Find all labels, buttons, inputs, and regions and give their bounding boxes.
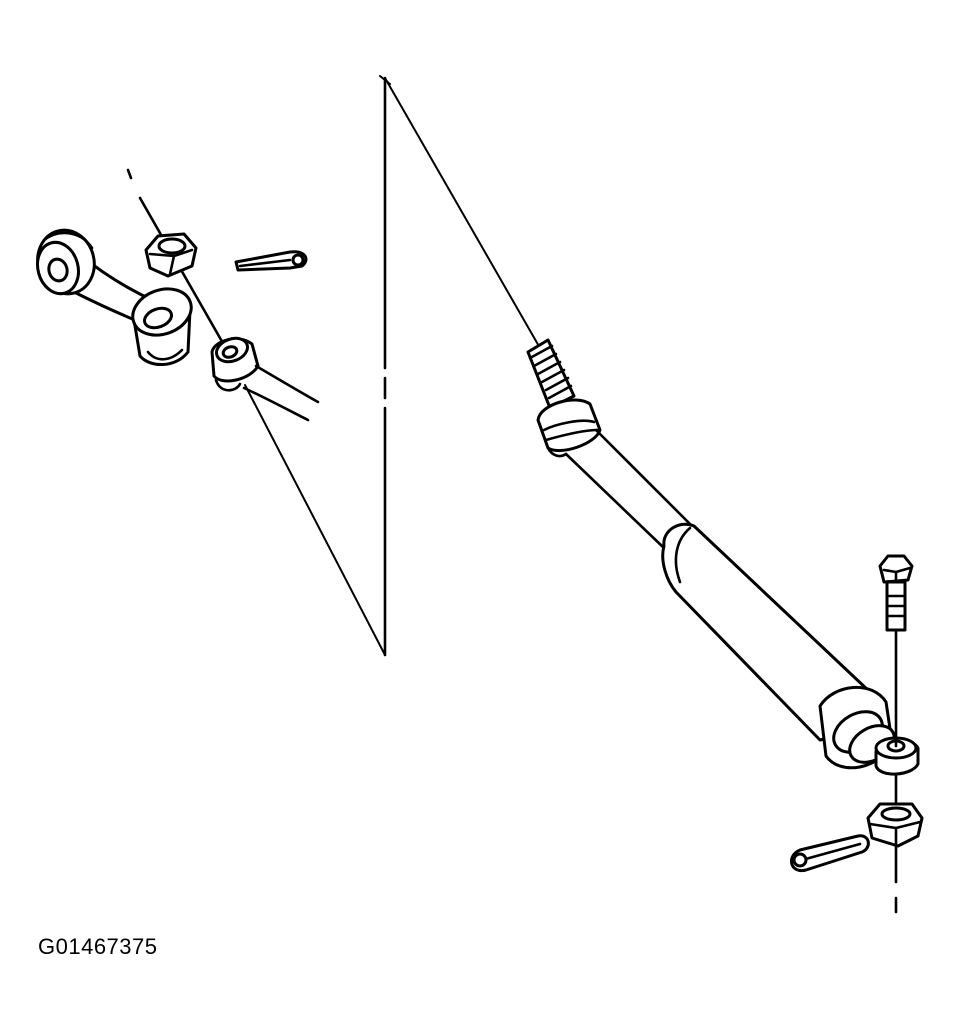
ball-stud-housing: [126, 281, 197, 364]
threaded-adjuster: [528, 340, 574, 408]
clamp-collar: [538, 400, 600, 456]
castle-nut-left: [146, 234, 196, 276]
right-tie-rod-assembly: [528, 340, 922, 912]
tie-rod-shaft: [566, 430, 690, 548]
cotter-pin-lower: [791, 836, 868, 871]
left-centerline: [128, 170, 228, 352]
leader-tick: [380, 76, 390, 84]
left-arm-assembly: [31, 170, 318, 420]
leader-diagonal-right: [385, 78, 540, 348]
leader-lines: [245, 76, 540, 655]
stud-seat: [876, 738, 918, 774]
figure-id-label: G01467375: [38, 934, 158, 959]
tie-rod-stub: [244, 366, 318, 420]
arm-eye: [31, 224, 102, 300]
castle-nut-right: [868, 804, 922, 846]
bolt: [880, 556, 912, 630]
cotter-pin-upper: [236, 252, 306, 270]
leader-diagonal-left: [245, 385, 385, 655]
tie-rod-inner-socket: [212, 334, 258, 390]
